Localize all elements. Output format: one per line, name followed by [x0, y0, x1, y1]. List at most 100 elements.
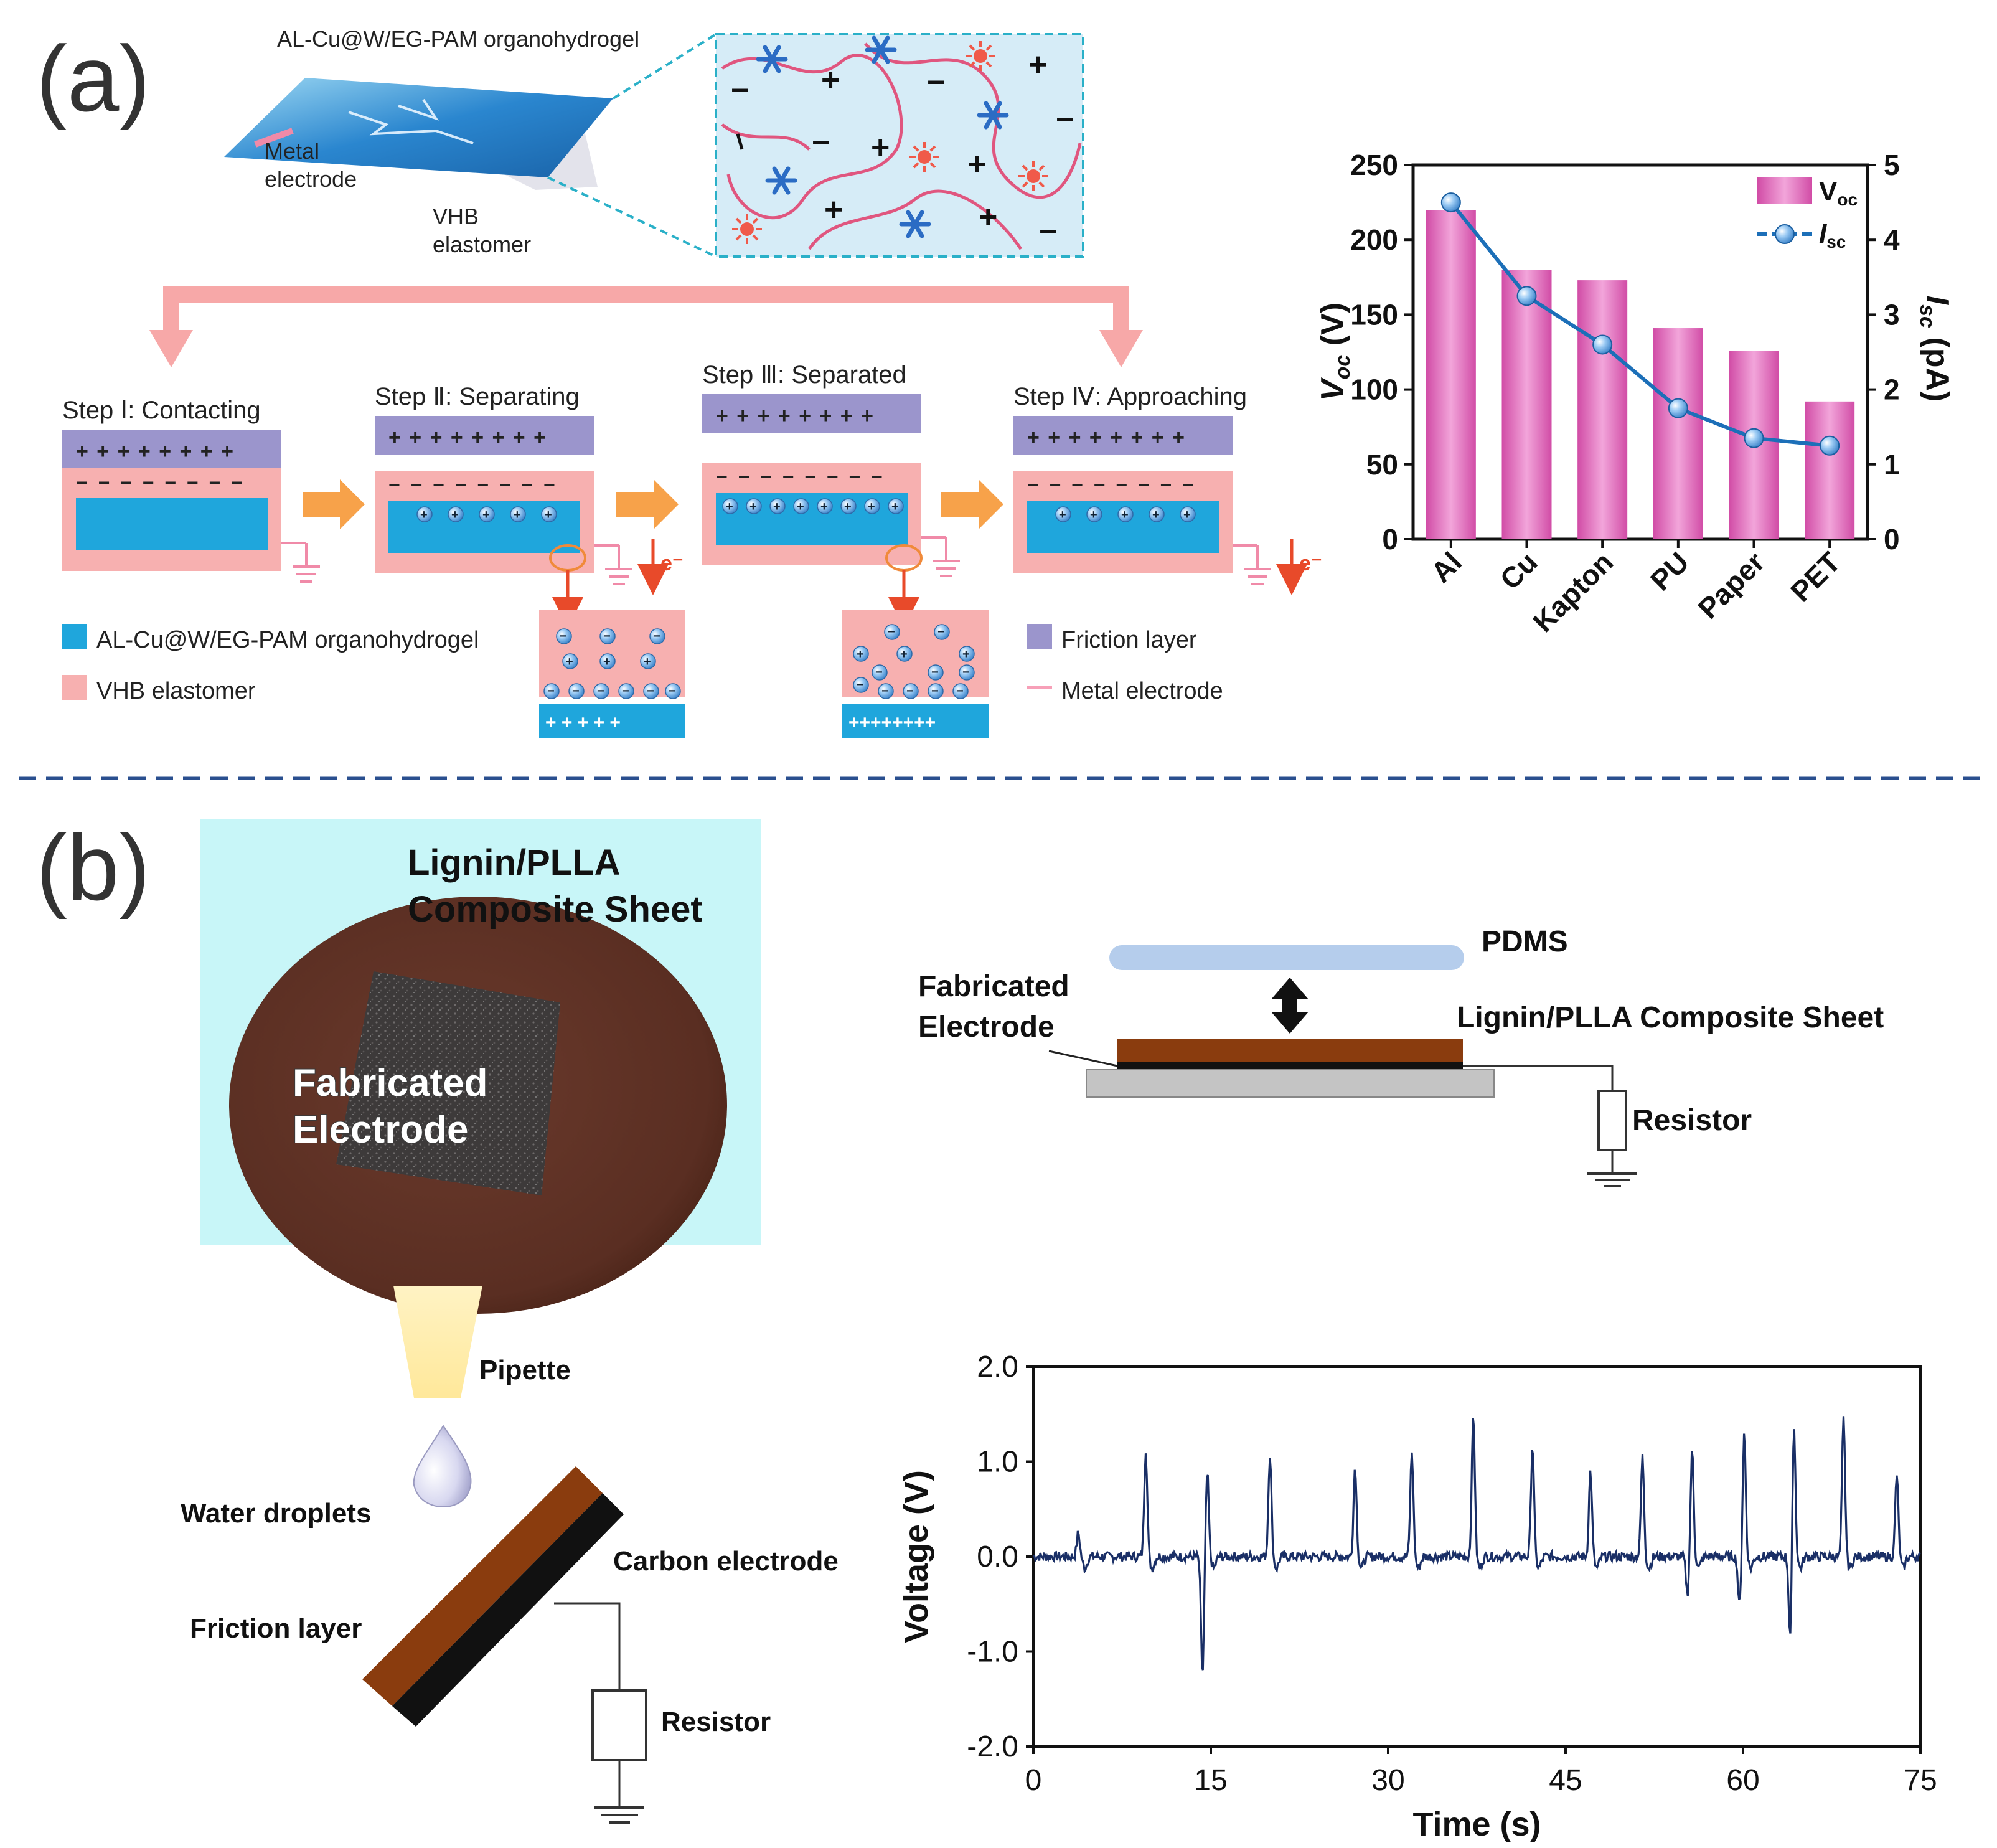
svg-text:−: − [956, 684, 964, 698]
metal-electrode-wire [254, 128, 294, 148]
x-axis-label: Time (s) [1412, 1806, 1541, 1843]
bar-cu [1501, 270, 1552, 539]
anion-glyph: − [731, 73, 749, 108]
y-tick-label: 0 [1382, 523, 1398, 555]
svg-text:+: + [857, 648, 864, 661]
panel-b: (b) Lignin/PLLA Composite Sheet Fabricat… [36, 815, 1937, 1843]
hydrogel-label: AL-Cu@W/EG-PAM organohydrogel [277, 26, 639, 52]
svg-text:−: − [962, 666, 970, 679]
svg-text:− − − − − − − −: − − − − − − − − [716, 466, 885, 488]
step-title: Step Ⅲ: Separated [702, 361, 906, 389]
svg-text:+: + [482, 508, 490, 522]
svg-text:−: − [931, 684, 939, 698]
lightning-pattern [348, 98, 474, 144]
category-label: Cu [1493, 545, 1543, 595]
composite-sheet [1117, 1039, 1463, 1062]
resistor-symbol-2 [591, 1689, 647, 1761]
step-title: Step Ⅰ: Contacting [62, 397, 261, 424]
svg-text:AL-Cu@W/EG-PAM organohydrogel: AL-Cu@W/EG-PAM organohydrogel [96, 627, 479, 653]
svg-text:− − − − − − − −: − − − − − − − − [1027, 474, 1196, 496]
svg-text:+: + [566, 655, 573, 669]
sheet-label: Lignin/PLLA Composite Sheet [1457, 1001, 1884, 1034]
isc-point [1820, 435, 1840, 456]
svg-text:− − − − − − − −: − − − − − − − − [388, 474, 558, 496]
anion-glyph: − [1039, 214, 1057, 249]
svg-text:−: − [622, 684, 629, 698]
photo-center-1: Fabricated [293, 1062, 488, 1105]
svg-text:VHB elastomer: VHB elastomer [96, 678, 256, 704]
vhb-label-1: VHB [433, 204, 479, 229]
bar-al [1426, 210, 1476, 539]
panel-a: (a) AL-Cu@W/EG-PAM organohydrogel Metal … [36, 26, 1955, 738]
panel-b-label: (b) [36, 815, 150, 920]
y-tick-label: 0.0 [977, 1540, 1018, 1573]
fabricated-electrode-label-2: Electrode [918, 1011, 1055, 1044]
x-tick-label: 0 [1025, 1764, 1042, 1797]
svg-text:+: + [900, 648, 908, 661]
interface-zoom: ++++++++−−+++−−−−−−−− [842, 610, 989, 738]
carbon-electrode-label: Carbon electrode [613, 1546, 839, 1577]
svg-text:+: + [891, 500, 899, 514]
heat-sun-icon [732, 214, 762, 244]
y-tick-label: 200 [1350, 224, 1398, 256]
svg-text:+ + + + + + + +: + + + + + + + + [1027, 426, 1186, 450]
plot-frame [1411, 163, 1869, 541]
step-arrow [941, 479, 1003, 529]
svg-text:Friction layer: Friction layer [1061, 627, 1197, 653]
flow-arrow [149, 286, 1143, 367]
svg-text:+: + [749, 500, 757, 514]
y2-tick-label: 0 [1884, 523, 1900, 555]
snowflake-icon [977, 101, 1009, 130]
svg-text:+: + [962, 648, 970, 661]
step-4: Step Ⅳ: Approaching+ + + + + + + +− − − … [842, 383, 1322, 738]
y2-tick-label: 1 [1884, 448, 1900, 481]
svg-text:+: + [1090, 508, 1097, 522]
cation-glyph: + [824, 192, 843, 228]
x-tick-label: 75 [1904, 1764, 1937, 1797]
electrode-photo: Lignin/PLLA Composite Sheet Fabricated E… [200, 819, 761, 1314]
svg-text:−: − [572, 684, 580, 698]
cation-glyph: + [967, 146, 986, 182]
legend-item: AL-Cu@W/EG-PAM organohydrogel [62, 624, 479, 653]
metal-electrode-label-2: electrode [265, 166, 357, 192]
voltage-trace [1033, 1416, 1922, 1671]
carbon-electrode-square [336, 971, 560, 1195]
svg-text:+ + + + + + + +: + + + + + + + + [76, 440, 235, 463]
svg-text:−: − [560, 629, 567, 643]
y-tick-label: 150 [1350, 298, 1398, 331]
svg-text:+: + [1183, 508, 1191, 522]
svg-text:−: − [888, 625, 895, 639]
friction-layer-slab [362, 1466, 603, 1706]
svg-text:+ + + + +: + + + + + [545, 712, 621, 733]
y2-axis-label: Isc (pA) [1915, 296, 1955, 402]
legend-item: VHB elastomer [62, 675, 256, 704]
inset-ion-glyphs: ++++++−−−−− [731, 35, 1074, 249]
svg-text:−: − [603, 629, 611, 643]
svg-text:+: + [797, 500, 804, 514]
x-tick-label: 15 [1194, 1764, 1227, 1797]
organohydrogel [76, 498, 268, 550]
step-1: Step Ⅰ: Contacting + + + + + + + + − − − −… [62, 397, 365, 583]
isc-point [1440, 192, 1461, 213]
pdms-layer [1109, 945, 1464, 970]
cation-glyph: + [1028, 47, 1047, 83]
svg-text:Isc: Isc [1819, 219, 1846, 252]
vhb-label-2: elastomer [433, 232, 531, 257]
working-steps: Step Ⅰ: Contacting+ + + + + + + +− − − −… [62, 361, 1322, 738]
substrate [1086, 1069, 1495, 1098]
snowflake-icon [765, 166, 797, 195]
friction-layer [375, 416, 594, 455]
y-tick-label: 2.0 [977, 1351, 1018, 1384]
svg-text:− − − − − − − −: − − − − − − − − [76, 471, 245, 494]
svg-text:−: − [669, 684, 676, 698]
interface-zoom: + + + + +−−−+++−−−−−− [539, 610, 685, 738]
svg-text:e⁻: e⁻ [660, 552, 684, 575]
svg-text:−: − [875, 666, 883, 679]
water-droplet [413, 1425, 472, 1508]
bar-kapton [1577, 280, 1628, 539]
friction-layer-label: Friction layer [190, 1613, 362, 1644]
svg-text:+: + [773, 500, 781, 514]
bar-pu [1653, 328, 1703, 539]
anion-glyph: − [1056, 102, 1074, 137]
